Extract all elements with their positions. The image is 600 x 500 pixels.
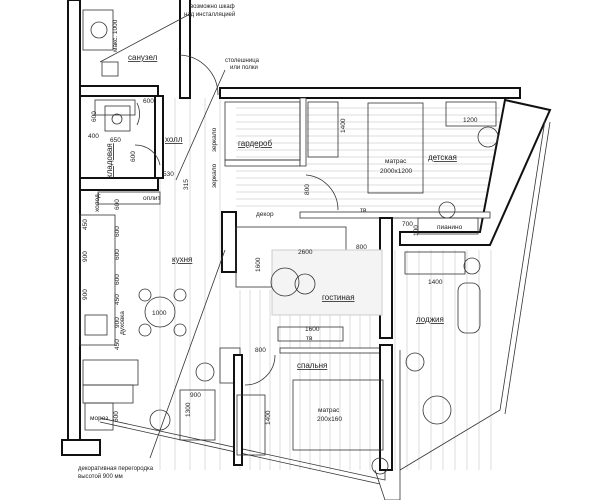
dim: 450	[82, 219, 89, 230]
dim: 1300	[185, 402, 192, 417]
plants	[195, 257, 481, 475]
dim: 1600	[305, 326, 320, 333]
room-loggia: лоджия	[416, 315, 444, 324]
dim: 600	[113, 411, 120, 422]
dim: 600	[91, 111, 98, 122]
plant-icon	[463, 257, 481, 275]
furniture	[79, 101, 499, 456]
dim: 800	[255, 347, 266, 354]
washing-machine-icon	[111, 113, 123, 125]
dim: 1400	[428, 279, 443, 286]
dim: 1400	[340, 118, 347, 133]
plant-icon	[371, 457, 389, 475]
exterior-walls	[61, 0, 552, 500]
dim: 800	[356, 244, 367, 251]
doors	[134, 54, 339, 386]
dim: 600	[114, 274, 121, 285]
dim: 450	[114, 294, 121, 305]
dining-table	[144, 296, 176, 328]
dim: 100	[413, 225, 420, 236]
kids-chair	[477, 126, 499, 148]
kitchen-counter	[79, 214, 116, 346]
dim: 400	[88, 133, 99, 140]
note-cabinet-2: над инсталляцией	[184, 11, 235, 18]
room-kitchen: кухня	[172, 255, 192, 264]
fridge-label: мороз.	[90, 415, 110, 422]
note-countertop: столешница	[225, 58, 260, 64]
dim: 600	[143, 98, 154, 105]
dim: 530	[163, 171, 174, 178]
note-partition: декоративная перегородка	[78, 466, 154, 472]
dim: 600	[130, 151, 137, 162]
dim: 1600	[255, 257, 262, 272]
kids-wardrobe	[307, 101, 339, 158]
piano-label: пианино	[437, 224, 463, 231]
dim: 2600	[298, 249, 313, 256]
piano	[417, 217, 479, 235]
dim: 800	[304, 184, 311, 195]
sink-icon	[90, 21, 108, 39]
mattress-label: матрас	[385, 158, 407, 165]
mirror-label: зеркало	[211, 127, 218, 152]
mattress-size: 2000x1200	[380, 168, 413, 175]
room-kids: детская	[428, 153, 457, 162]
bedroom-wardrobe	[236, 394, 266, 456]
mattress-label: матрас	[318, 407, 340, 414]
dim: 450	[114, 339, 121, 350]
room-wardrobe: гардероб	[238, 139, 272, 148]
kids-bed	[367, 102, 424, 194]
room-bedroom: спальня	[297, 361, 327, 370]
tv-label: тв	[306, 335, 313, 342]
hob	[84, 314, 108, 336]
dim: 900	[82, 289, 89, 300]
sunbed	[457, 282, 481, 334]
mirror-label: зеркало	[211, 163, 218, 188]
wardrobe	[224, 101, 301, 161]
room-living: гостиная	[322, 293, 355, 302]
loggia-chair	[422, 395, 452, 425]
dim: 900	[114, 317, 121, 328]
desk	[445, 101, 497, 127]
dim: 600	[114, 226, 121, 237]
bathroom-fixtures	[82, 9, 136, 132]
dim: 315	[183, 179, 190, 190]
room-storage: кладовая	[105, 143, 114, 178]
note-partition-2: высотой 900 мм	[78, 473, 123, 480]
max-width-label: макс. 1000	[112, 19, 119, 52]
room-bathroom: санузел	[128, 53, 158, 62]
dim: 700	[402, 221, 413, 228]
decor-label: декор	[256, 211, 274, 218]
loggia-shelf	[404, 251, 466, 275]
dim: 1000	[152, 310, 167, 317]
dimensions: 600 600 400 650 600 530 315 800 1400 120…	[82, 98, 478, 425]
coffee-table-small	[294, 273, 316, 295]
double-bed	[292, 379, 384, 451]
tv-stand	[277, 326, 344, 342]
tv-label: тв	[360, 207, 367, 214]
side-table	[179, 389, 216, 441]
dim: 900	[190, 392, 201, 399]
dim: 650	[110, 137, 121, 144]
coffee-table	[270, 267, 300, 297]
dim: 1400	[265, 410, 272, 425]
dim: 600	[114, 249, 121, 260]
dim: 1200	[463, 117, 478, 124]
room-hall: холл	[165, 135, 183, 144]
plant-icon	[195, 362, 215, 382]
note-countertop-2: или полки	[230, 65, 258, 71]
fridge	[84, 402, 114, 431]
rug	[271, 249, 383, 316]
dim: 900	[82, 251, 89, 262]
toilet-icon	[101, 61, 119, 77]
leader-lines	[99, 13, 226, 459]
fridge-small-label: холод.	[94, 192, 101, 212]
oven-label: духовка	[119, 311, 126, 335]
mattress-size: 200x160	[317, 416, 342, 423]
slab-label: оплит	[143, 195, 161, 202]
plant-icon	[405, 352, 425, 372]
note-cabinet: возможно шкаф	[190, 4, 235, 10]
dim: 600	[114, 199, 121, 210]
